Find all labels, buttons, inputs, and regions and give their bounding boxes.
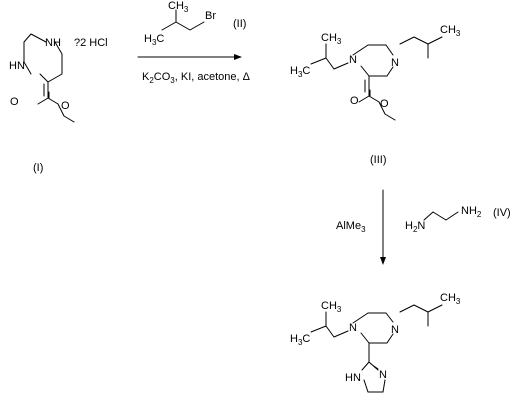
- compound-II: CH3 H3C Br (II): [144, 0, 246, 47]
- hn-label: HN: [9, 60, 25, 72]
- h3c-label: H3C: [144, 33, 164, 47]
- step1-arrow: K2CO3, KI, acetone, Δ: [137, 54, 251, 85]
- hn-label: HN: [345, 372, 361, 384]
- ester-oxygen-label: O: [61, 100, 70, 112]
- diamine-right-label: NH2: [461, 205, 482, 219]
- ch3-upper-left-label: CH3: [321, 300, 342, 314]
- salt-label: ?2 HCl: [74, 37, 108, 49]
- step2-reagent: AlMe3: [336, 220, 366, 234]
- carbonyl-oxygen-label: O: [10, 96, 19, 108]
- compound-I: NH HN O O ?2 HCl (I): [9, 33, 108, 174]
- h3c-left-label: H3C: [290, 65, 310, 79]
- compound-IV: H2N NH2 (IV): [405, 205, 511, 234]
- ch3-label: CH3: [168, 0, 189, 14]
- ch3-upper-left-label: CH3: [321, 32, 342, 46]
- compound-I-label: (I): [33, 162, 43, 174]
- imine-nitrogen-label: N: [379, 369, 387, 381]
- n1-label: N: [349, 54, 357, 66]
- compound-III: N N O O CH3 H3C CH3 (III): [290, 24, 461, 166]
- step2-arrow: AlMe3: [336, 189, 386, 265]
- compound-II-label: (II): [233, 18, 246, 30]
- nh-label: NH: [45, 37, 61, 49]
- step1-conditions: K2CO3, KI, acetone, Δ: [142, 71, 251, 85]
- n4-label: N: [391, 324, 399, 336]
- final-product: N N N HN CH3 H3C CH3: [290, 292, 461, 393]
- compound-III-label: (III): [370, 154, 387, 166]
- ester-oxygen-label: O: [380, 98, 389, 110]
- n1-label: N: [349, 322, 357, 334]
- ch3-top-label: CH3: [440, 24, 461, 38]
- compound-IV-label: (IV): [493, 207, 511, 219]
- carbonyl-oxygen-label: O: [350, 95, 359, 107]
- h3c-left-label: H3C: [290, 333, 310, 347]
- bromine-label: Br: [205, 10, 216, 22]
- diamine-left-label: H2N: [405, 220, 425, 234]
- ch3-top-label: CH3: [440, 292, 461, 306]
- n4-label: N: [391, 57, 399, 69]
